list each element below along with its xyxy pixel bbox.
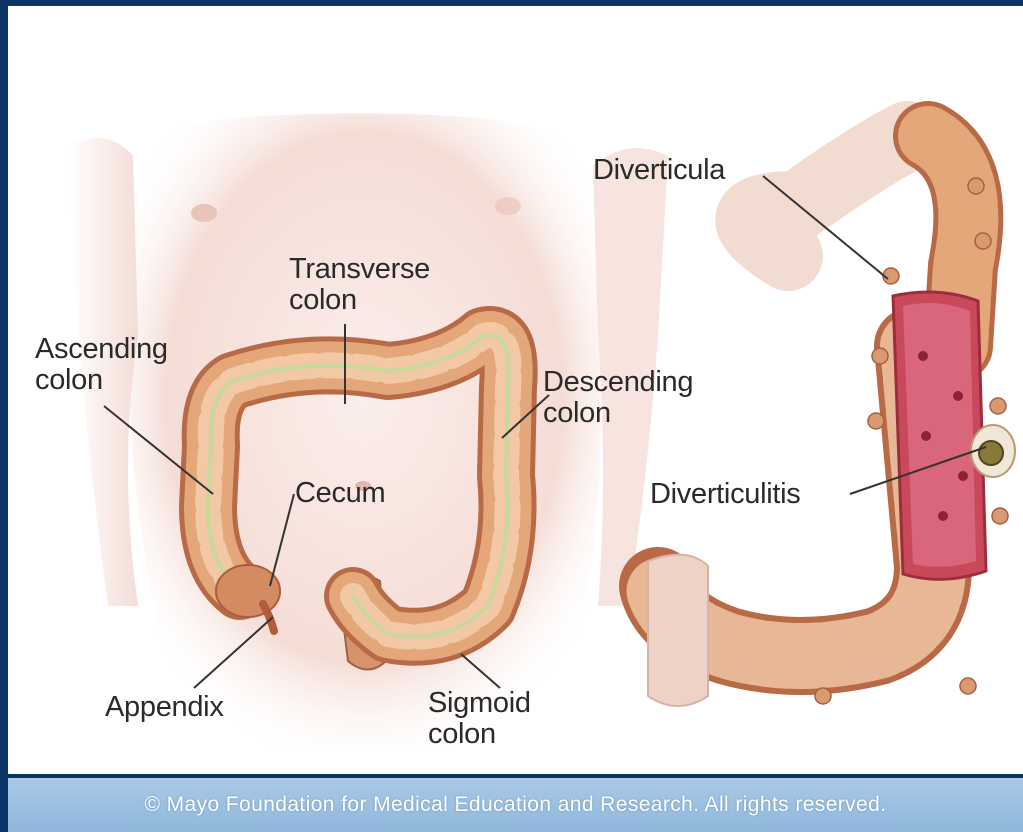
- label-sigmoid-colon: Sigmoid colon: [428, 688, 531, 750]
- label-diverticulitis: Diverticulitis: [650, 479, 801, 510]
- label-ascending-colon: Ascending colon: [35, 334, 168, 396]
- label-appendix: Appendix: [105, 692, 224, 723]
- label-diverticula: Diverticula: [593, 155, 725, 186]
- diagram-panel: Transverse colon Ascending colon Descend…: [8, 6, 1023, 774]
- copyright-footer: © Mayo Foundation for Medical Education …: [8, 778, 1023, 832]
- colon-diverticulitis: [648, 136, 1015, 706]
- label-descending-colon: Descending colon: [543, 367, 693, 429]
- label-transverse-colon: Transverse colon: [289, 254, 430, 316]
- label-cecum: Cecum: [295, 478, 385, 509]
